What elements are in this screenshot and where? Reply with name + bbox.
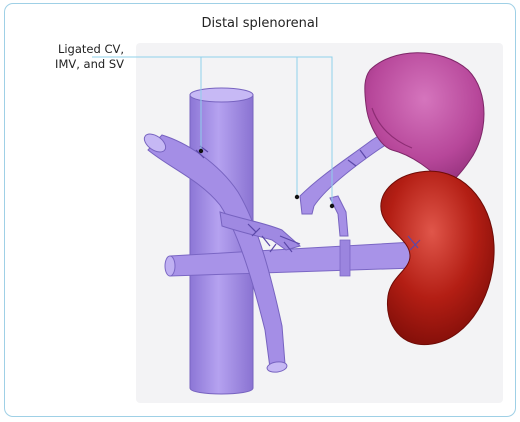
left-renal-vein [164,239,415,277]
callout-leader-lines [92,56,333,205]
callout-line-1: Ligated CV, [57,42,124,56]
ligation-point-imv [294,194,300,200]
splenic-vein-stump [219,211,302,253]
left-kidney [380,170,495,346]
callout-line-2: IMV, and SV [55,57,124,71]
ligation-points [198,148,335,209]
diagram-title: Distal splenorenal [201,16,319,31]
ligation-point-cv [198,148,204,154]
callout-label: Ligated CV, IMV, and SV [14,42,124,72]
portal-vein [143,133,288,373]
spleen [364,52,485,187]
ligation-point-sv [329,203,335,209]
